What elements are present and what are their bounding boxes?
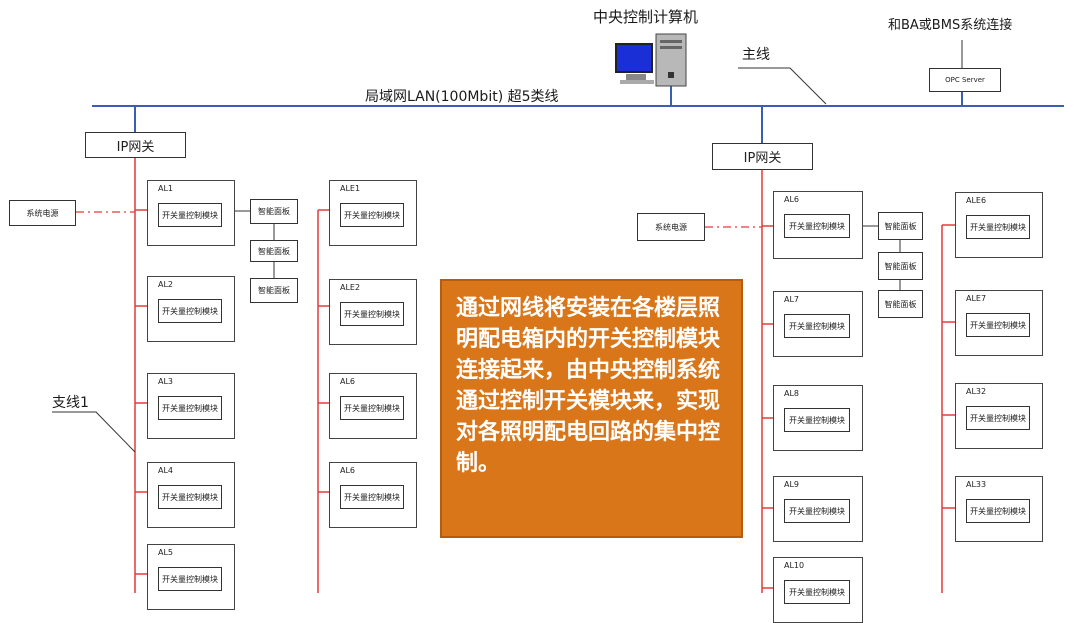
module-tag: AL32 — [966, 387, 987, 396]
branch-label: 支线1 — [52, 395, 89, 411]
switch-control-module: 开关量控制模块 — [340, 203, 404, 227]
right-b-module-3: AL32 开关量控制模块 — [955, 383, 1043, 449]
right-b-module-1: ALE6 开关量控制模块 — [955, 192, 1043, 258]
switch-control-module: 开关量控制模块 — [158, 299, 222, 323]
switch-control-module: 开关量控制模块 — [784, 214, 850, 238]
switch-control-module: 开关量控制模块 — [340, 396, 404, 420]
left-smart-panel-1: 智能面板 — [250, 199, 298, 224]
switch-control-module: 开关量控制模块 — [966, 499, 1030, 523]
switch-control-module: 开关量控制模块 — [158, 567, 222, 591]
wiring-layer — [52, 40, 1064, 593]
main-line-leader — [738, 67, 827, 105]
right-a-module-2: AL7 开关量控制模块 — [773, 291, 863, 357]
branch-label-leader — [52, 411, 136, 453]
module-tag: AL6 — [784, 195, 800, 204]
module-tag: AL8 — [784, 389, 800, 398]
left-a-module-3: AL3 开关量控制模块 — [147, 373, 235, 439]
lan-label: 局域网LAN(100Mbit) 超5类线 — [365, 89, 559, 105]
left-b-module-4: AL6 开关量控制模块 — [329, 462, 417, 528]
right-b-module-4: AL33 开关量控制模块 — [955, 476, 1043, 542]
left-b-module-3: AL6 开关量控制模块 — [329, 373, 417, 439]
left-a-module-2: AL2 开关量控制模块 — [147, 276, 235, 342]
left-a-module-5: AL5 开关量控制模块 — [147, 544, 235, 610]
right-a-module-4: AL9 开关量控制模块 — [773, 476, 863, 542]
computer-label: 中央控制计算机 — [593, 8, 699, 26]
switch-control-module: 开关量控制模块 — [966, 406, 1030, 430]
module-tag: AL10 — [784, 561, 805, 570]
module-tag: ALE1 — [340, 184, 361, 193]
switch-control-module: 开关量控制模块 — [784, 580, 850, 604]
explanation-note: 通过网线将安装在各楼层照明配电箱内的开关控制模块连接起来，由中央控制系统通过控制… — [440, 279, 743, 538]
module-tag: AL5 — [158, 548, 174, 557]
switch-control-module: 开关量控制模块 — [966, 215, 1030, 239]
module-tag: ALE6 — [966, 196, 987, 205]
right-smart-panel-3: 智能面板 — [878, 290, 923, 318]
switch-control-module: 开关量控制模块 — [158, 203, 222, 227]
right-smart-panel-2: 智能面板 — [878, 252, 923, 280]
right-b-module-2: ALE7 开关量控制模块 — [955, 290, 1043, 356]
module-tag: AL2 — [158, 280, 174, 289]
module-tag: AL3 — [158, 377, 174, 386]
module-tag: ALE7 — [966, 294, 987, 303]
switch-control-module: 开关量控制模块 — [966, 313, 1030, 337]
right-smart-panel-1: 智能面板 — [878, 212, 923, 240]
module-tag: AL9 — [784, 480, 800, 489]
right-a-module-5: AL10 开关量控制模块 — [773, 557, 863, 623]
main-line-label: 主线 — [742, 47, 770, 63]
left-b-module-2: ALE2 开关量控制模块 — [329, 279, 417, 345]
module-tag: AL1 — [158, 184, 174, 193]
left-b-module-1: ALE1 开关量控制模块 — [329, 180, 417, 246]
left-a-module-1: AL1 开关量控制模块 — [147, 180, 235, 246]
right-power-supply: 系统电源 — [637, 213, 705, 241]
switch-control-module: 开关量控制模块 — [784, 499, 850, 523]
right-branch-ticks — [762, 224, 955, 589]
right-a-module-3: AL8 开关量控制模块 — [773, 385, 863, 451]
computer-icon — [615, 33, 687, 87]
module-tag: AL4 — [158, 466, 174, 475]
switch-control-module: 开关量控制模块 — [158, 396, 222, 420]
switch-control-module: 开关量控制模块 — [784, 408, 850, 432]
module-tag: AL6 — [340, 377, 356, 386]
opc-server-box: OPC Server — [929, 68, 1001, 92]
module-tag: AL6 — [340, 466, 356, 475]
switch-control-module: 开关量控制模块 — [340, 302, 404, 326]
left-a-module-4: AL4 开关量控制模块 — [147, 462, 235, 528]
left-ip-module: IP网关 — [85, 132, 186, 158]
bms-label: 和BA或BMS系统连接 — [888, 18, 1013, 33]
right-a-module-1: AL6 开关量控制模块 — [773, 191, 863, 259]
switch-control-module: 开关量控制模块 — [158, 485, 222, 509]
module-tag: AL33 — [966, 480, 987, 489]
module-tag: AL7 — [784, 295, 800, 304]
left-smart-panel-3: 智能面板 — [250, 278, 298, 303]
module-tag: ALE2 — [340, 283, 361, 292]
switch-control-module: 开关量控制模块 — [784, 314, 850, 338]
switch-control-module: 开关量控制模块 — [340, 485, 404, 509]
left-smart-panel-2: 智能面板 — [250, 240, 298, 262]
left-branch-ticks — [135, 209, 330, 575]
left-power-supply: 系统电源 — [9, 200, 76, 226]
right-ip-module: IP网关 — [712, 143, 813, 170]
